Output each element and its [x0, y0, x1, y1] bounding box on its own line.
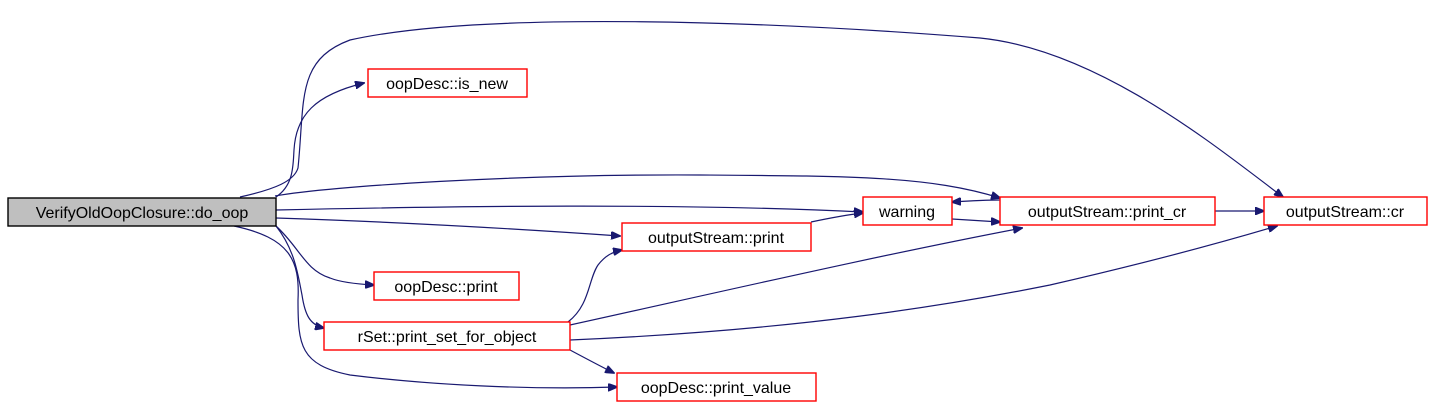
node-output-stream-print[interactable]: outputStream::print	[621, 222, 812, 252]
edges	[233, 20, 1283, 388]
edge-rset-print-to-print-value	[569, 349, 614, 373]
edge-root-to-oop-print	[275, 225, 374, 285]
node-label: oopDesc::print_value	[641, 380, 791, 397]
edge-rset-print-to-output-stream-print	[567, 250, 622, 323]
node-oop-desc-print-value[interactable]: oopDesc::print_value	[616, 372, 817, 402]
edge-warning-to-print-cr	[951, 219, 1000, 222]
node-label: VerifyOldOopClosure::do_oop	[36, 205, 249, 222]
node-output-stream-cr[interactable]: outputStream::cr	[1263, 196, 1428, 226]
node-verify-old-oop-closure-do-oop[interactable]: VerifyOldOopClosure::do_oop	[7, 197, 277, 227]
edge-output-stream-print-to-warning	[810, 213, 863, 223]
edge-root-to-rset-print	[275, 225, 324, 328]
node-output-stream-print-cr[interactable]: outputStream::print_cr	[999, 196, 1216, 226]
edge-rset-print-to-output-stream-cr	[569, 226, 1277, 341]
node-label: outputStream::print_cr	[1028, 204, 1187, 221]
edge-root-to-output-stream-print	[275, 217, 620, 236]
edge-print-cr-to-warning	[952, 200, 1001, 202]
node-label: warning	[878, 204, 935, 221]
node-oop-desc-is-new[interactable]: oopDesc::is_new	[367, 68, 528, 98]
edge-root-to-print-value	[233, 225, 617, 388]
edge-root-to-print-cr	[274, 174, 1000, 198]
node-label: rSet::print_set_for_object	[358, 329, 537, 346]
node-warning[interactable]: warning	[862, 196, 953, 226]
node-label: oopDesc::is_new	[386, 76, 508, 93]
node-label: outputStream::print	[648, 230, 785, 247]
edge-root-to-is-new	[275, 83, 364, 198]
edge-root-to-warning	[275, 205, 863, 212]
node-oop-desc-print[interactable]: oopDesc::print	[373, 271, 520, 301]
node-label: oopDesc::print	[394, 279, 498, 296]
node-rset-print-set-for-object[interactable]: rSet::print_set_for_object	[323, 321, 571, 351]
edge-rset-print-to-print-cr	[569, 228, 1022, 326]
nodes: VerifyOldOopClosure::do_oop oopDesc::is_…	[7, 68, 1428, 402]
edge-root-to-output-stream-cr	[239, 20, 1283, 197]
node-label: outputStream::cr	[1286, 204, 1405, 221]
